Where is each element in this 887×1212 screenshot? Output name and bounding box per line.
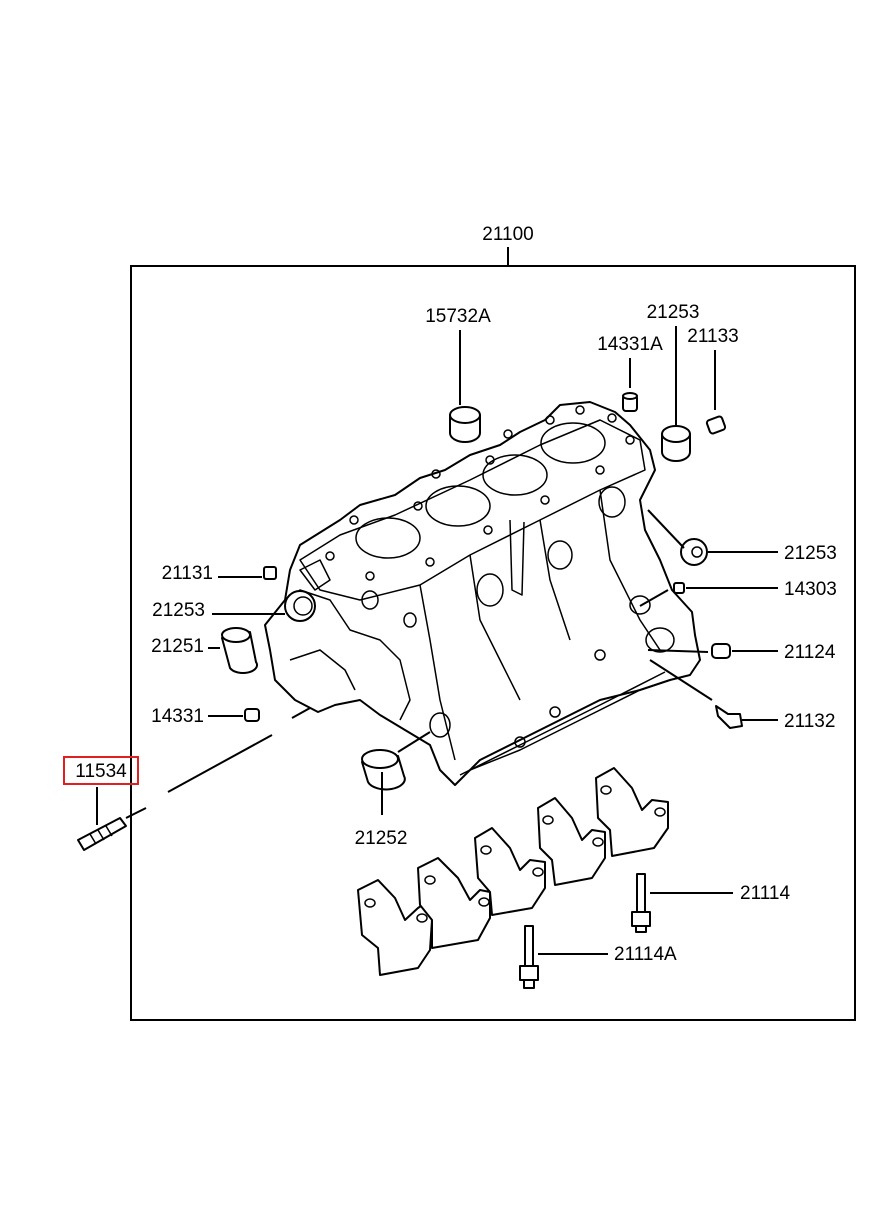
- plug-21133: [705, 415, 727, 435]
- bearing-caps: [357, 767, 669, 976]
- label-14331: 14331: [151, 706, 204, 727]
- bushing-21252: [361, 749, 406, 791]
- bolt-21114: [631, 873, 651, 933]
- label-21253-right: 21253: [784, 543, 837, 564]
- bushing-21251: [221, 627, 259, 674]
- plug-cap-21253-top: [661, 425, 691, 462]
- engine-block: [264, 401, 701, 786]
- head-bolt-holes: [325, 405, 635, 581]
- label-21114: 21114: [740, 883, 790, 904]
- stud-11534: [77, 817, 127, 851]
- label-21114a: 21114A: [614, 944, 677, 965]
- label-21253-top: 21253: [647, 302, 700, 323]
- label-14331a: 14331A: [597, 334, 663, 355]
- highlight-box-11534[interactable]: [63, 756, 139, 785]
- leader-lines: [96, 326, 778, 955]
- label-11534[interactable]: 11534: [75, 761, 127, 782]
- plug-cap-21253-left: [284, 590, 316, 622]
- label-21253-left: 21253: [152, 600, 205, 621]
- label-15732a: 15732A: [425, 306, 491, 327]
- label-21133: 21133: [687, 326, 738, 347]
- assembly-frame: [130, 265, 856, 1021]
- label-21131: 21131: [162, 563, 213, 584]
- label-21251: 21251: [151, 636, 204, 657]
- label-21252: 21252: [355, 828, 408, 849]
- label-21132: 21132: [784, 711, 835, 732]
- plug-cap-21253-right: [680, 538, 708, 566]
- bolt-21132: [715, 705, 743, 729]
- dowel-pin-14331a: [622, 392, 638, 412]
- bolt-21114a: [519, 925, 539, 989]
- label-14303: 14303: [784, 579, 837, 600]
- pin-14303: [673, 582, 685, 594]
- label-21124: 21124: [784, 642, 836, 663]
- assembly-label: 21100: [482, 224, 533, 245]
- pin-21124: [711, 643, 731, 659]
- dowel-pin-14331: [244, 708, 260, 722]
- plug-cap-15732a: [449, 406, 481, 443]
- plug-21131: [263, 566, 277, 580]
